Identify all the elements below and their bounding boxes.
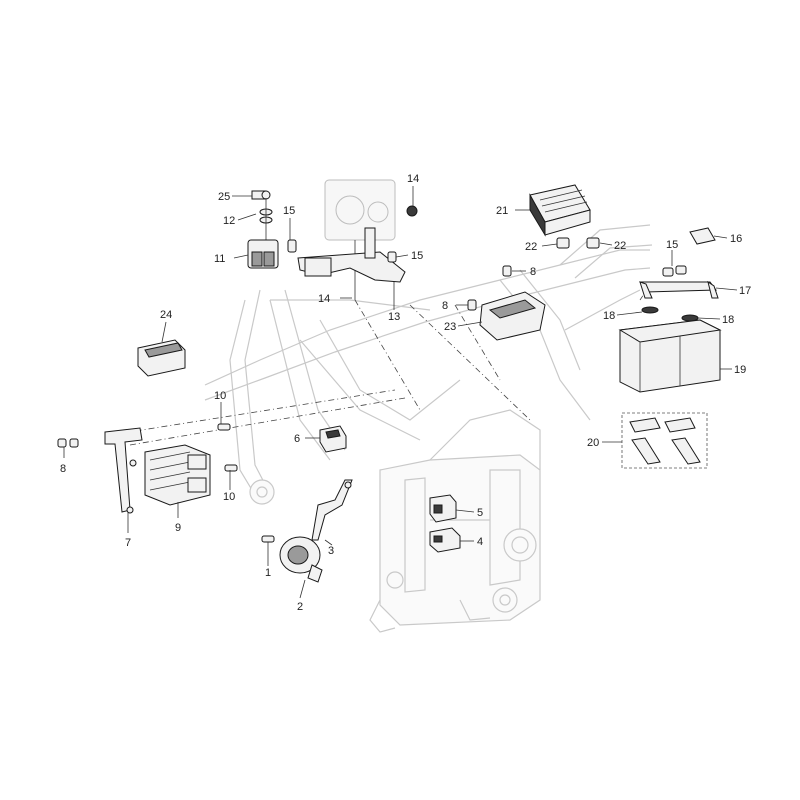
relay-assembly xyxy=(247,239,279,269)
relay-4 xyxy=(429,527,461,553)
callout-18-right: 18 xyxy=(722,314,734,326)
ecu-unit xyxy=(479,291,546,341)
callout-8-ecu-left: 8 xyxy=(442,300,448,312)
callout-24: 24 xyxy=(160,309,172,321)
bolt-1 xyxy=(261,535,275,543)
callout-18-left: 18 xyxy=(603,310,615,322)
assembly-center-lines xyxy=(109,284,651,446)
callout-3: 3 xyxy=(328,545,334,557)
callout-12: 12 xyxy=(223,215,235,227)
callout-23: 23 xyxy=(444,321,456,333)
callout-6: 6 xyxy=(294,433,300,445)
callout-17: 17 xyxy=(739,285,751,297)
callout-15-mid: 15 xyxy=(411,250,423,262)
callout-25: 25 xyxy=(218,191,230,203)
regulator-rectifier xyxy=(144,444,211,506)
relay-22 xyxy=(556,237,600,249)
callout-8-lower: 8 xyxy=(60,463,66,475)
callout-10-top: 10 xyxy=(214,390,226,402)
flasher-relay xyxy=(319,425,347,453)
pads-18 xyxy=(641,306,699,322)
callout-15-right: 15 xyxy=(666,239,678,251)
callout-16: 16 xyxy=(730,233,742,245)
leader-lines xyxy=(63,186,738,599)
connector-16 xyxy=(689,227,716,245)
callout-15-left: 15 xyxy=(283,205,295,217)
callout-19: 19 xyxy=(734,364,746,376)
bolts-8-lower xyxy=(57,438,79,448)
callout-7: 7 xyxy=(125,537,131,549)
callout-21: 21 xyxy=(496,205,508,217)
horn xyxy=(279,536,323,583)
horn-bracket xyxy=(311,479,353,541)
callout-2: 2 xyxy=(297,601,303,613)
callout-9: 9 xyxy=(175,522,181,534)
callout-13: 13 xyxy=(388,311,400,323)
decal-kit xyxy=(621,412,708,469)
motorcycle-frame xyxy=(204,224,653,633)
callout-11: 11 xyxy=(214,253,225,265)
module-24 xyxy=(137,339,186,377)
bolts-10 xyxy=(217,423,238,472)
callout-22-right: 22 xyxy=(614,240,626,252)
relay-5 xyxy=(429,494,457,523)
callout-8-ecu-top: 8 xyxy=(530,266,536,278)
battery xyxy=(618,319,722,393)
bolts-15 xyxy=(287,239,687,277)
callout-20: 20 xyxy=(587,437,599,449)
callout-labels: 25 12 11 14 15 15 14 13 21 22 22 16 15 1… xyxy=(60,173,751,613)
callout-14-bottom: 14 xyxy=(318,293,330,305)
callout-4: 4 xyxy=(477,536,483,548)
callout-22-left: 22 xyxy=(525,241,537,253)
callout-14-top: 14 xyxy=(407,173,419,185)
abs-unit xyxy=(324,179,396,300)
fuse-box xyxy=(529,184,591,237)
callout-1: 1 xyxy=(265,567,271,579)
regulator-bracket xyxy=(104,427,143,514)
fastener-stack xyxy=(251,190,273,240)
callout-5: 5 xyxy=(477,507,483,519)
nut-14 xyxy=(406,205,418,217)
battery-bracket xyxy=(639,280,719,299)
callout-10-bottom: 10 xyxy=(223,491,235,503)
main-bracket xyxy=(297,227,406,283)
